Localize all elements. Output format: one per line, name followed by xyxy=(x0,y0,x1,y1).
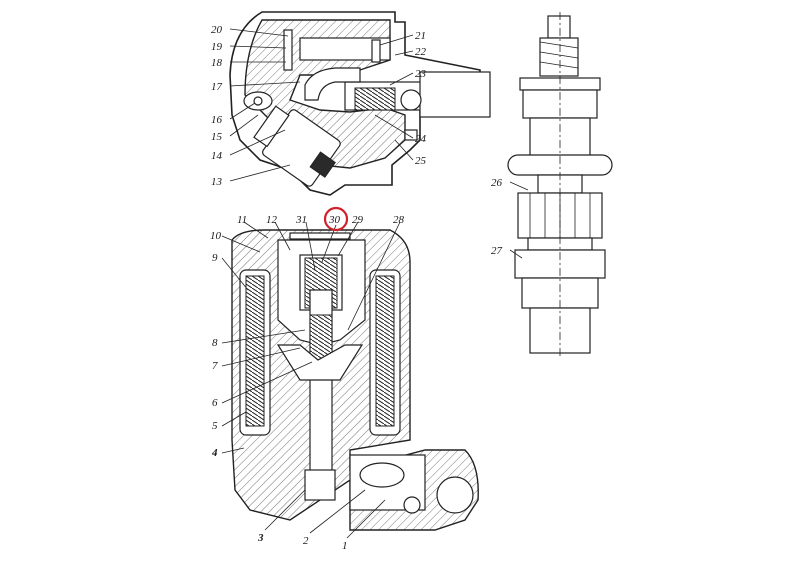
label-16: 16 xyxy=(211,114,223,126)
label-25: 25 xyxy=(415,155,427,167)
label-10: 10 xyxy=(210,230,222,242)
label-31: 31 xyxy=(295,214,307,226)
label-7: 7 xyxy=(212,360,218,372)
label-14: 14 xyxy=(211,150,223,162)
label-23: 23 xyxy=(415,68,427,80)
label-24: 24 xyxy=(415,133,427,145)
label-6: 6 xyxy=(212,397,218,409)
label-2: 2 xyxy=(303,535,309,547)
label-19: 19 xyxy=(211,41,223,53)
label-26: 26 xyxy=(491,177,503,189)
label-3: 3 xyxy=(257,532,264,544)
label-30: 30 xyxy=(328,214,341,226)
label-17: 17 xyxy=(211,81,223,93)
label-1: 1 xyxy=(342,540,348,552)
label-18: 18 xyxy=(211,57,223,69)
label-4: 4 xyxy=(211,447,218,459)
highlight-circle xyxy=(323,206,349,232)
part-labels: 20 19 18 17 16 15 14 13 21 22 23 24 25 2… xyxy=(210,24,503,552)
label-20: 20 xyxy=(211,24,223,36)
label-11: 11 xyxy=(237,214,247,226)
label-12: 12 xyxy=(266,214,278,226)
label-29: 29 xyxy=(352,214,364,226)
label-21: 21 xyxy=(415,30,426,42)
top-section-view xyxy=(229,11,491,196)
label-13: 13 xyxy=(211,176,223,188)
side-external-view xyxy=(507,12,613,358)
label-27: 27 xyxy=(491,245,503,257)
label-8: 8 xyxy=(212,337,218,349)
label-5: 5 xyxy=(212,420,218,432)
label-9: 9 xyxy=(212,252,218,264)
label-28: 28 xyxy=(393,214,405,226)
bottom-section-view xyxy=(221,221,479,539)
label-22: 22 xyxy=(415,46,427,58)
label-15: 15 xyxy=(211,131,223,143)
